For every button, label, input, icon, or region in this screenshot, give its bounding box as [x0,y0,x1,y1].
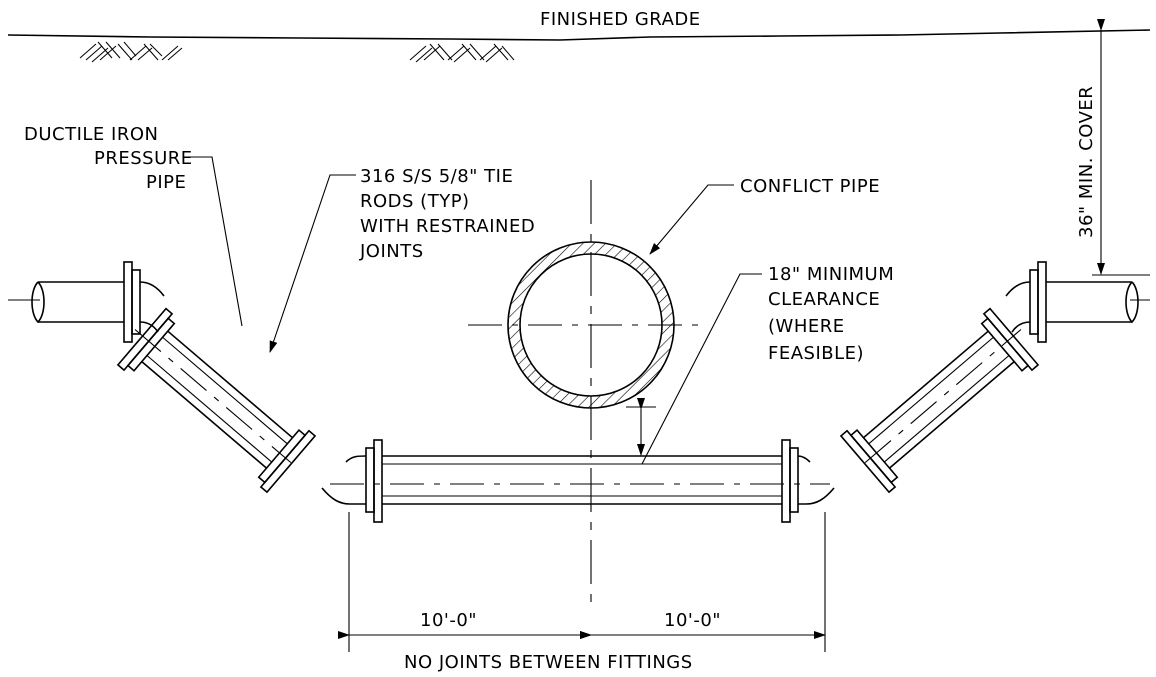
dim-left-label: 10'-0" [420,610,477,631]
conflict-pipe [468,241,700,409]
ductile-iron-label-line1: DUCTILE IRON [24,124,158,145]
bottom-horizontal-pipe [330,455,830,505]
left-diagonal-pipe [116,307,317,494]
tie-rods-label-line1: 316 S/S 5/8" TIE [360,166,513,187]
finished-grade-line [7,29,1151,41]
soil-hatch-left [79,41,183,63]
clearance-label-line4: FEASIBLE) [768,343,864,364]
clearance-label-line2: CLEARANCE [768,289,880,310]
right-diagonal-pipe [839,307,1040,494]
clearance-label-line3: (WHERE [768,316,845,337]
right-bottom-elbow [781,439,835,523]
tie-rods-label-line3: WITH RESTRAINED [360,216,535,237]
clearance-leader [641,273,762,465]
no-joints-label: NO JOINTS BETWEEN FITTINGS [404,652,693,673]
right-pipe-stub [1005,261,1150,343]
conflict-pipe-leader [649,184,734,255]
finished-grade-label: FINISHED GRADE [540,9,701,30]
dim-right-label: 10'-0" [664,610,721,631]
tie-rods-label-line2: RODS (TYP) [360,191,470,212]
tie-rods-leader [269,174,356,353]
clearance-label-line1: 18" MINIMUM [768,264,894,285]
tie-rods-label-line4: JOINTS [359,241,424,262]
ductile-iron-label-line3: PIPE [146,172,186,193]
soil-hatch-center [409,43,515,63]
conflict-pipe-label: CONFLICT PIPE [740,176,880,197]
ductile-iron-leader [190,156,243,327]
cover-label: 36" MIN. COVER [1076,86,1097,238]
ductile-iron-label-line2: PRESSURE [94,148,193,169]
left-pipe-stub [8,261,165,343]
left-bottom-elbow [321,439,383,523]
